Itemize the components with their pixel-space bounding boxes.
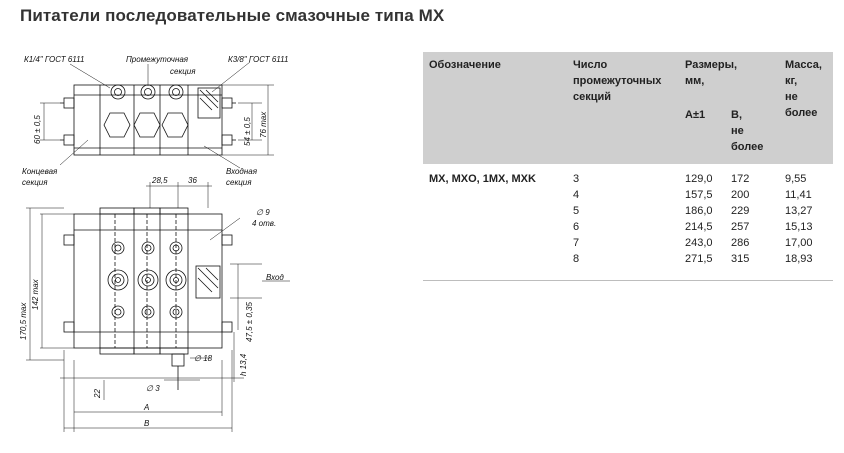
header-mass-line: более <box>785 107 818 119</box>
dim-4-holes: 4 отв. <box>252 219 276 228</box>
cell-a: 243,0 <box>685 237 713 249</box>
cell-mass: 17,00 <box>785 237 813 249</box>
label-end-section: секция <box>22 178 48 187</box>
dim-142: 142 max <box>31 278 40 310</box>
header-b-line: B, <box>731 109 742 121</box>
dim-47-5: 47,5 ± 0,35 <box>245 301 254 342</box>
cell-a: 214,5 <box>685 221 713 233</box>
front-body-outline <box>73 213 223 349</box>
label-input-section: секция <box>226 178 252 187</box>
header-mass-line: Масса, <box>785 59 822 71</box>
cell-mass: 13,27 <box>785 205 813 217</box>
dim-36: 36 <box>188 176 197 185</box>
cell-count: 3 <box>573 173 580 185</box>
cell-b: 286 <box>731 237 750 249</box>
header-dims-line: Размеры, <box>685 59 738 71</box>
header-count-line: промежуточных <box>573 75 662 87</box>
cell-designation: MX, MXO, 1MX, MXK <box>429 173 536 185</box>
cell-a: 129,0 <box>685 173 713 185</box>
cell-mass: 11,41 <box>785 189 812 201</box>
header-a: A±1 <box>685 109 706 121</box>
cell-count: 6 <box>573 221 580 233</box>
cell-mass: 15,13 <box>785 221 813 233</box>
spec-table: Обозначение Число промежуточных секций Р… <box>423 52 833 281</box>
label-end: Концевая <box>22 167 58 176</box>
technical-drawing: К1/4" ГОСТ 6111 Промежуточная секция К3/… <box>19 55 290 432</box>
dim-76: 76 max <box>259 111 268 138</box>
cell-mass: 18,93 <box>785 253 813 265</box>
label-input: Входная <box>226 167 258 176</box>
cell-a: 186,0 <box>685 205 713 217</box>
header-dims: Размеры, мм, <box>685 57 737 89</box>
dim-28-5: 28,5 <box>151 176 168 185</box>
header-designation: Обозначение <box>429 59 501 71</box>
label-inlet: Вход <box>266 273 284 282</box>
label-intermediate-section: секция <box>170 67 196 76</box>
col-b: 172 200 229 257 286 315 <box>731 171 749 267</box>
cell-b: 172 <box>731 173 750 185</box>
header-b: B, не более <box>731 107 763 155</box>
cell-a: 157,5 <box>685 189 713 201</box>
cell-b: 200 <box>731 189 750 201</box>
header-count: Число промежуточных секций <box>573 57 661 105</box>
cell-b: 229 <box>731 205 750 217</box>
dim-170-5: 170,5 max <box>19 302 28 340</box>
dim-A: A <box>143 403 149 412</box>
header-dims-line: мм, <box>685 75 705 87</box>
cell-b: 315 <box>731 253 750 265</box>
cell-count: 7 <box>573 237 580 249</box>
page-title: Питатели последовательные смазочные типа… <box>20 6 445 25</box>
cell-b: 257 <box>731 221 750 233</box>
dim-60: 60 ± 0,5 <box>33 115 42 144</box>
label-thread-right: К3/8" ГОСТ 6111 <box>228 55 288 64</box>
cell-count: 8 <box>573 253 580 265</box>
header-count-line: секций <box>573 91 612 103</box>
col-a: 129,0 157,5 186,0 214,5 243,0 271,5 <box>685 171 713 267</box>
dim-22: 22 <box>93 389 102 399</box>
header-mass: Масса, кг, не более <box>785 57 822 121</box>
header-b-line: не <box>731 125 744 137</box>
label-thread-left: К1/4" ГОСТ 6111 <box>24 55 84 64</box>
col-count: 3 4 5 6 7 8 <box>573 171 579 267</box>
dim-d3: ∅ 3 <box>146 384 160 393</box>
dim-d18: ∅ 18 <box>194 354 213 363</box>
dim-B: B <box>144 419 150 428</box>
cell-count: 5 <box>573 205 580 217</box>
label-intermediate: Промежуточная <box>126 55 189 64</box>
dim-54: 54 ± 0,5 <box>243 117 252 146</box>
table-body: MX, MXO, 1MX, MXK 3 4 5 6 7 8 129,0 157,… <box>423 164 833 281</box>
cell-mass: 9,55 <box>785 173 807 185</box>
cell-a: 271,5 <box>685 253 713 265</box>
cell-count: 4 <box>573 189 580 201</box>
col-mass: 9,55 11,41 13,27 15,13 17,00 18,93 <box>785 171 813 267</box>
header-mass-line: не <box>785 91 798 103</box>
table-header: Обозначение Число промежуточных секций Р… <box>423 52 833 164</box>
dim-d9: ∅ 9 <box>256 208 270 217</box>
header-count-line: Число <box>573 59 608 71</box>
header-b-line: более <box>731 141 764 153</box>
dim-h13-4: h 13,4 <box>239 353 248 376</box>
header-mass-line: кг, <box>785 75 798 87</box>
